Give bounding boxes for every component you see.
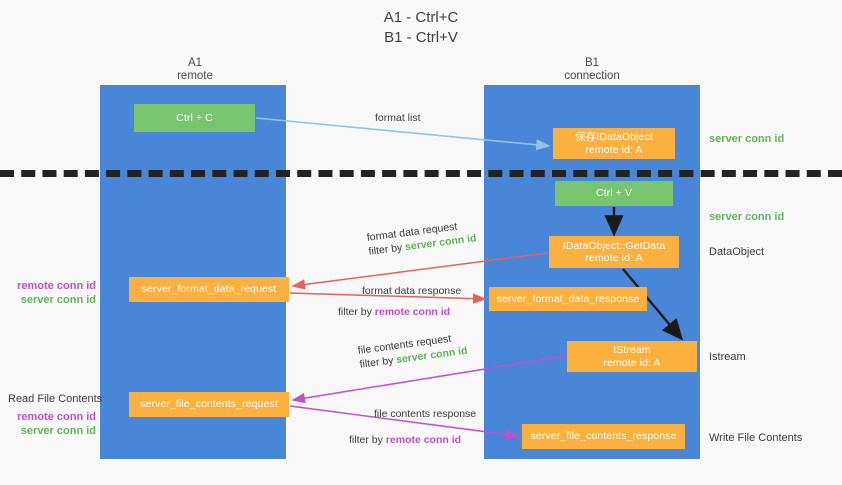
filter-key-remote-conn-id: remote conn id xyxy=(385,434,462,446)
node-ctrl-v[interactable]: Ctrl + V xyxy=(555,181,673,206)
column-header-b1: B1 connection xyxy=(527,57,657,83)
column-b1-name: B1 xyxy=(584,57,600,69)
filter-prefix: filter by xyxy=(349,434,386,446)
filter-prefix: filter by xyxy=(338,306,375,318)
node-server-format-data-request-label: server_format_data_request xyxy=(141,283,277,296)
node-istream-sub: remote id: A xyxy=(603,356,661,369)
filter-key-remote-conn-id: remote conn id xyxy=(374,306,451,318)
node-server-format-data-request[interactable]: server_format_data_request xyxy=(129,277,289,302)
node-server-file-contents-response[interactable]: server_file_contents_response xyxy=(522,424,685,449)
edge-label-format-data-response-filter: filter by remote conn id xyxy=(338,305,450,319)
node-ctrl-c[interactable]: Ctrl + C xyxy=(134,104,255,132)
node-save-idataobject-sub: remote id: A xyxy=(585,143,643,156)
edge-label-file-contents-request: file contents request filter by server c… xyxy=(357,330,468,372)
node-istream-label: IStream xyxy=(613,344,651,356)
node-getdata-sub: remote id: A xyxy=(585,252,643,264)
edge-label-format-data-response: format data response xyxy=(362,285,462,297)
title-line-1: A1 - Ctrl+C xyxy=(383,9,459,26)
node-istream[interactable]: IStream remote id: A xyxy=(567,341,697,372)
node-save-idataobject-label: 保存IDataObject xyxy=(575,131,653,143)
page-title: A1 - Ctrl+C B1 - Ctrl+V xyxy=(0,8,842,48)
filter-prefix: filter by xyxy=(358,354,397,371)
edge-label-format-data-request: format data request filter by server con… xyxy=(366,217,477,258)
node-getdata[interactable]: IDataObject::GetData remote id: A xyxy=(549,236,679,268)
node-server-file-contents-request[interactable]: server_file_contents_request xyxy=(129,392,289,417)
column-header-a1: A1 remote xyxy=(130,57,260,83)
annotation-group-left-mid: remote conn id server conn id xyxy=(8,279,96,307)
annotation-remote-conn-id-bottom: remote conn id xyxy=(17,411,96,423)
annotation-server-conn-id-top: server conn id xyxy=(709,133,785,145)
annotation-group-left-bottom: remote conn id server conn id xyxy=(8,410,96,438)
node-ctrl-c-label: Ctrl + C xyxy=(176,111,213,124)
annotation-read-file-contents: Read File Contents xyxy=(8,393,103,405)
node-ctrl-v-label: Ctrl + V xyxy=(595,187,633,200)
column-b1-role: connection xyxy=(564,70,620,82)
annotation-server-conn-id-left-mid: server conn id xyxy=(20,294,96,306)
annotation-server-conn-id-left-bottom: server conn id xyxy=(20,425,96,437)
node-server-file-contents-request-label: server_file_contents_request xyxy=(140,398,278,411)
node-getdata-label: IDataObject::GetData xyxy=(562,239,666,252)
annotation-istream: Istream xyxy=(709,351,746,363)
annotation-write-file-contents: Write File Contents xyxy=(709,432,803,444)
node-server-format-data-response-label: server_format_data_response xyxy=(496,292,640,305)
edge-label-file-contents-response-filter: filter by remote conn id xyxy=(349,433,461,447)
node-server-format-data-response[interactable]: server_format_data_response xyxy=(489,287,647,311)
filter-prefix: filter by xyxy=(367,241,406,258)
column-a1-name: A1 xyxy=(187,57,203,69)
column-a1-role: remote xyxy=(177,70,213,82)
annotation-dataobject: DataObject xyxy=(709,246,765,258)
edge-label-file-contents-response: file contents response xyxy=(374,408,477,420)
phase-divider xyxy=(0,170,842,177)
annotation-server-conn-id-mid: server conn id xyxy=(709,211,785,223)
node-save-idataobject[interactable]: 保存IDataObject remote id: A xyxy=(553,128,675,159)
title-line-2: B1 - Ctrl+V xyxy=(384,29,458,46)
annotation-remote-conn-id-mid: remote conn id xyxy=(17,280,96,292)
node-server-file-contents-response-label: server_file_contents_response xyxy=(530,430,677,443)
edge-label-format-list: format list xyxy=(375,112,421,124)
